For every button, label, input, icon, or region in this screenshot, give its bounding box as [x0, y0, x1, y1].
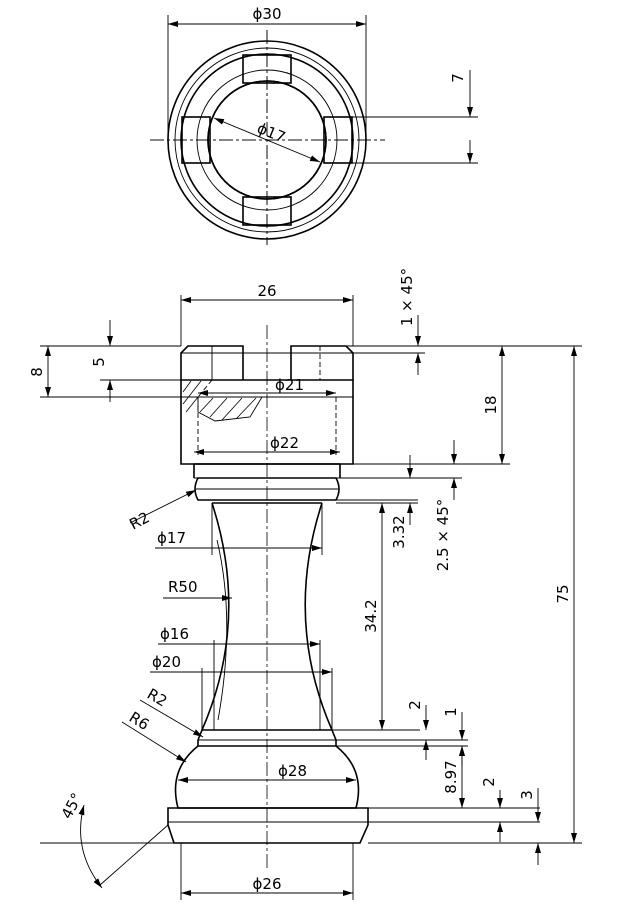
leader-r6	[121, 721, 187, 763]
dim-stem-16: ϕ16	[160, 625, 189, 643]
stem-right-curve	[304, 502, 333, 731]
dim-crown-width: 26	[257, 282, 276, 300]
stem-inner-left	[216, 539, 228, 721]
dim-body-22: ϕ22	[270, 434, 299, 452]
dim-head-height: 18	[482, 395, 500, 414]
dim-slot-depth-8: 8	[28, 367, 46, 377]
crown-outline	[180, 345, 354, 381]
section-hatch-region	[197, 396, 263, 422]
leader-r2-upper	[129, 489, 197, 524]
dim-foot-26: ϕ26	[253, 875, 282, 893]
dim-lower-3: 3	[518, 790, 536, 800]
dim-base-28: ϕ28	[278, 762, 307, 780]
dim-top-outer-diameter: ϕ30	[253, 5, 282, 23]
dim-radius-r2-upper: R2	[126, 508, 152, 533]
dim-top-inner-diameter: ϕ17	[255, 119, 289, 147]
stem-left-curve	[201, 502, 230, 731]
dim-lower-2b: 2	[480, 777, 498, 787]
top-view: ϕ30 ϕ17 7	[150, 5, 478, 245]
dim-stem-20: ϕ20	[152, 653, 181, 671]
base-foot	[167, 807, 369, 844]
dim-radius-r2-lower: R2	[144, 685, 170, 711]
leader-r2-lower	[139, 699, 204, 738]
angle-arc	[78, 804, 103, 889]
dim-chamfer-mid: 2.5 × 45°	[434, 499, 452, 572]
angle-leg	[99, 824, 169, 886]
dim-slot-depth-5: 5	[90, 357, 108, 367]
dim-top-slot-width: 7	[449, 73, 467, 83]
dim-bore-21: ϕ21	[275, 376, 304, 394]
section-hatch	[182, 380, 257, 421]
dim-stem-height: 34.2	[362, 599, 380, 632]
dim-base-height: 8.97	[442, 760, 460, 793]
dim-line-phi17	[213, 117, 321, 163]
dim-neck-height: 3.32	[390, 515, 408, 548]
dim-total-height: 75	[554, 584, 572, 603]
dim-chamfer-top: 1 × 45°	[398, 268, 416, 326]
dim-neck-17: ϕ17	[157, 529, 186, 547]
dim-radius-r6: R6	[126, 708, 152, 734]
dim-stem-radius: R50	[168, 578, 198, 596]
collar-sides	[193, 464, 341, 478]
dim-lower-2a: 2	[406, 700, 424, 710]
dim-lower-1: 1	[442, 707, 460, 717]
front-view: 26 1 × 45° 8 5 ϕ21 ϕ22 18 2.5 × 45°	[28, 268, 582, 900]
